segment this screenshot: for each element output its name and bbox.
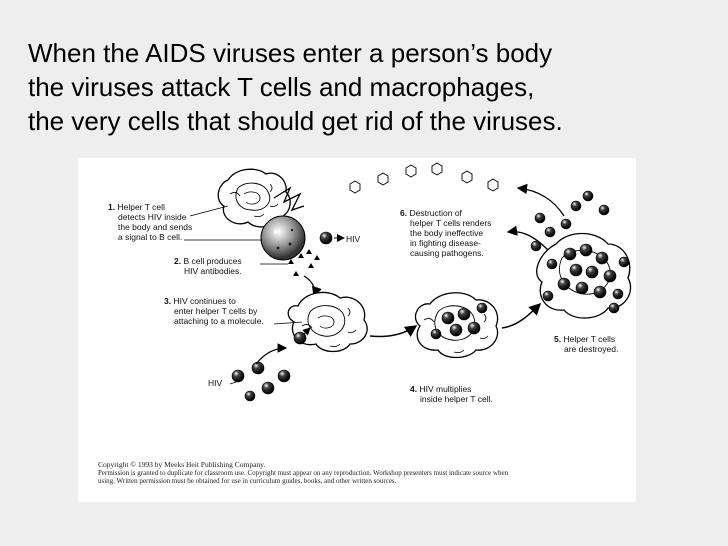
headline-line-2: the viruses attack T cells and macrophag… bbox=[28, 72, 535, 102]
step-3-line-3: attaching to a molecule. bbox=[174, 316, 264, 326]
step-2-line-2: HIV antibodies. bbox=[184, 266, 242, 276]
step-6-line-4: in fighting disease- bbox=[410, 238, 481, 248]
copyright-line-1: Copyright © 1993 by Meeks Heit Publishin… bbox=[98, 461, 266, 469]
hollow-viruses bbox=[349, 162, 499, 194]
step-4-line-2: inside helper T cell. bbox=[420, 394, 493, 404]
step-5-line-2: are destroyed. bbox=[564, 344, 619, 354]
step-3-line-2: enter helper T cells by bbox=[174, 306, 258, 316]
step-1-line-2: detects HIV inside bbox=[118, 212, 187, 222]
step-1-label: 1. Helper T cell detects HIV inside the … bbox=[108, 202, 192, 242]
step-3-line-1: HIV continues to bbox=[173, 296, 236, 306]
slide-headline: When the AIDS viruses enter a person’s b… bbox=[28, 36, 718, 138]
headline-line-1: When the AIDS viruses enter a person’s b… bbox=[28, 38, 553, 68]
multiplying-viruses bbox=[430, 302, 488, 340]
step-2-label: 2. B cell produces HIV antibodies. bbox=[174, 256, 242, 276]
step-6-line-1: Destruction of bbox=[409, 208, 462, 218]
step-5-label: 5. Helper T cells are destroyed. bbox=[554, 334, 618, 354]
copyright-line-3: using. Written permission must be obtain… bbox=[98, 477, 397, 485]
step-6-number: 6. bbox=[400, 208, 408, 218]
helper-t-cell-middle bbox=[287, 291, 368, 353]
copyright-line-2: Permission is granted to duplicate for c… bbox=[98, 469, 509, 477]
b-cell bbox=[260, 215, 306, 261]
headline-line-3: the very cells that should get rid of th… bbox=[28, 106, 563, 136]
step-4-label: 4. HIV multiplies inside helper T cell. bbox=[410, 384, 493, 404]
released-viruses bbox=[530, 190, 630, 314]
step-5-line-1: Helper T cells bbox=[563, 334, 616, 344]
hiv-infection-diagram: 1. Helper T cell detects HIV inside the … bbox=[78, 158, 636, 502]
step-4-line-1: HIV multiplies bbox=[419, 384, 472, 394]
copyright-notice: Copyright © 1993 by Meeks Heit Publishin… bbox=[98, 461, 628, 485]
hiv-label-right: HIV bbox=[346, 234, 361, 244]
step-1-line-4: a signal to B cell. bbox=[118, 232, 183, 242]
diagram-artwork bbox=[184, 162, 632, 402]
antibodies bbox=[288, 249, 320, 276]
hiv-label-left: HIV bbox=[208, 378, 223, 388]
step-2-number: 2. bbox=[174, 256, 182, 266]
step-6-line-5: causing pathogens. bbox=[410, 248, 484, 258]
step-6-line-3: the body ineffective bbox=[410, 228, 484, 238]
step-1-line-3: the body and sends bbox=[118, 222, 193, 232]
step-1-line-1: Helper T cell bbox=[117, 202, 165, 212]
step-5-number: 5. bbox=[554, 334, 562, 344]
step-3-label: 3. HIV continues to enter helper T cells… bbox=[164, 296, 264, 326]
step-4-number: 4. bbox=[410, 384, 418, 394]
hiv-virus-near-b-cell bbox=[319, 231, 333, 245]
step-6-label: 6. Destruction of helper T cells renders… bbox=[400, 208, 491, 258]
step-1-number: 1. bbox=[108, 202, 116, 212]
step-6-line-2: helper T cells renders bbox=[410, 218, 492, 228]
step-3-number: 3. bbox=[164, 296, 172, 306]
signal-bolt bbox=[273, 186, 305, 212]
free-viruses-bottom-left bbox=[231, 361, 291, 402]
step-2-line-1: B cell produces bbox=[183, 256, 242, 266]
